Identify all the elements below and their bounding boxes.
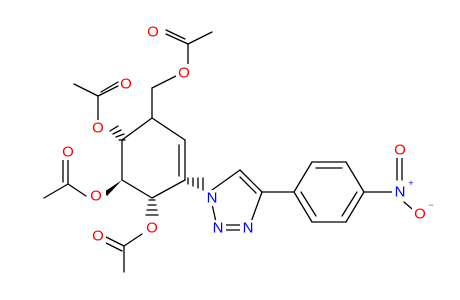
wedge-bond-c5-o (104, 180, 122, 196)
bond-carbonyl-o-double-a (165, 33, 189, 45)
atom-n-triazole-3: N (243, 220, 254, 237)
triazole-bond-c5-c4 (239, 169, 263, 193)
hashed-bond-c4-o (145, 199, 159, 216)
atom-o-left-mid-ester: O (90, 188, 102, 205)
atom-o-top-ester: O (178, 65, 190, 82)
atom-n-triazole-2: N (213, 220, 224, 237)
bond-o-carbonyl-ml (67, 183, 87, 197)
bond-layer (43, 29, 419, 273)
benzene-bond-1 (293, 161, 313, 193)
triazole-bond-c5-c4-inner (239, 176, 257, 194)
bond-carbonyl-o-double-b (165, 29, 186, 40)
benzene-bond-6 (293, 191, 313, 223)
atom-o-nitro-double: O (394, 142, 406, 159)
ring-bond-c6-c1 (121, 117, 153, 141)
atom-o-left-mid-carbonyl: O (62, 144, 74, 161)
ring-bond-c3-c4 (151, 179, 186, 199)
benzene-bond-6-inner (300, 191, 317, 217)
bond-carbonyl-o-double-ul-a (97, 85, 119, 97)
atom-o-nitro-single: O (414, 206, 426, 223)
atom-o-bottom-ester: O (146, 220, 158, 237)
charge-n-nitro: + (408, 178, 413, 188)
bond-carbonyl-methyl (187, 31, 213, 45)
atom-o-left-top-ester: O (92, 120, 104, 137)
hashed-bond-c3-n1 (187, 177, 204, 191)
bond-carbonyl-o-double-b-a (103, 235, 125, 247)
ring-bond-c4-c5 (121, 179, 153, 199)
atom-o-bottom-carbonyl: O (92, 228, 104, 245)
benzene-bond-4 (345, 191, 365, 223)
atom-label-layer: O O O O O O O O N N N N + O O − (62, 24, 434, 245)
hashed-bond-c6-o (109, 125, 126, 141)
bond-o-carbonyl-b (123, 233, 143, 247)
atom-n-triazole-1: N (207, 190, 218, 207)
benzene-bond-4-inner (341, 191, 358, 217)
bond-carbonyl-o-double-ul-b (100, 81, 119, 93)
triazole-bond-n1-c5 (211, 169, 241, 191)
bond-ch2-o (151, 75, 177, 89)
triazole-bond-c4-n3 (250, 191, 263, 223)
bond-carbonyl-methyl-ul (73, 83, 99, 97)
triazole-bond-n2-n1 (211, 203, 217, 223)
bond-carbonyl-methyl-ml (43, 183, 69, 199)
atom-n-nitro: N (395, 184, 406, 201)
atom-o-left-top-carbonyl: O (120, 76, 132, 93)
charge-o-nitro: − (428, 200, 433, 210)
atom-o-top-carbonyl: O (147, 24, 159, 41)
ring-bond-c1-c2 (151, 117, 186, 141)
benzene-bond-3 (345, 161, 365, 193)
